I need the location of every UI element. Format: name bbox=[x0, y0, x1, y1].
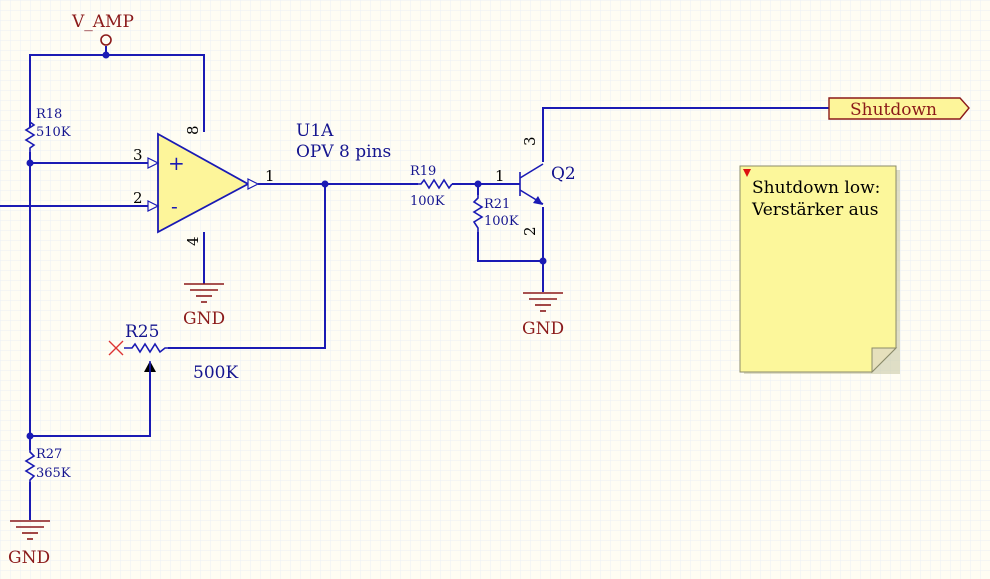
q2-pin-1: 1 bbox=[495, 167, 505, 185]
vamp-power-port[interactable]: V_AMP bbox=[71, 12, 134, 46]
r19-ref: R19 bbox=[410, 164, 436, 179]
wire-r21-bottom[interactable] bbox=[477, 232, 543, 262]
opamp-pin-8: 8 bbox=[184, 125, 202, 135]
r19-value: 100K bbox=[410, 194, 445, 209]
opamp-ref: U1A bbox=[296, 121, 334, 141]
opamp-minus-sign: - bbox=[171, 194, 178, 218]
junction-dot bbox=[474, 180, 482, 188]
r21-ref: R21 bbox=[484, 197, 510, 212]
note-marker-icon bbox=[743, 169, 751, 177]
vamp-label: V_AMP bbox=[71, 12, 134, 32]
opamp-plus-sign: + bbox=[168, 151, 185, 175]
junction-dot bbox=[26, 159, 34, 167]
wires bbox=[0, 46, 830, 520]
wire-vamp-rail[interactable] bbox=[29, 54, 205, 132]
opamp-u1a[interactable]: + - 3 2 1 8 4 U1A OPV 8 pins bbox=[133, 121, 391, 246]
r27-ref: R27 bbox=[36, 447, 62, 462]
q2-pin-3: 3 bbox=[521, 136, 539, 146]
gnd-label-r27: GND bbox=[8, 548, 50, 568]
gnd-label-opamp: GND bbox=[183, 309, 225, 329]
resistor-r21[interactable]: R21 100K bbox=[472, 195, 519, 232]
gnd-symbol-q2[interactable]: GND bbox=[522, 292, 564, 339]
resistor-r18[interactable]: R18 510K bbox=[24, 107, 71, 152]
note-line-2: Verstärker aus bbox=[751, 200, 878, 220]
wire-collector-port[interactable] bbox=[542, 107, 830, 162]
r18-value: 510K bbox=[36, 125, 71, 140]
potentiometer-r25[interactable]: R25 500K bbox=[108, 322, 238, 383]
transistor-q2[interactable]: 1 3 2 Q2 bbox=[495, 136, 576, 236]
junction-dot bbox=[26, 432, 34, 440]
r25-ref: R25 bbox=[125, 322, 159, 342]
opamp-pin-3: 3 bbox=[133, 146, 143, 164]
r18-ref: R18 bbox=[36, 107, 62, 122]
wire-wiper[interactable] bbox=[30, 372, 151, 437]
r27-value: 365K bbox=[36, 466, 71, 481]
gnd-symbol-opamp[interactable]: GND bbox=[183, 283, 225, 329]
q2-pin-2: 2 bbox=[521, 226, 539, 236]
resistor-r19[interactable]: R19 100K bbox=[410, 164, 453, 209]
gnd-label-q2: GND bbox=[522, 319, 564, 339]
note-line-1: Shutdown low: bbox=[752, 178, 880, 198]
port-shutdown-label: Shutdown bbox=[850, 100, 937, 120]
gnd-symbol-r27[interactable]: GND bbox=[8, 520, 50, 568]
opamp-pin-2: 2 bbox=[133, 189, 143, 207]
q2-ref: Q2 bbox=[551, 164, 576, 184]
opamp-value: OPV 8 pins bbox=[296, 142, 391, 162]
opamp-pin-1: 1 bbox=[265, 167, 275, 185]
port-shutdown[interactable]: Shutdown bbox=[828, 97, 970, 120]
resistor-r27[interactable]: R27 365K bbox=[24, 447, 71, 482]
junction-dot bbox=[539, 257, 547, 265]
r21-value: 100K bbox=[484, 214, 519, 229]
r25-value: 500K bbox=[193, 363, 238, 383]
junction-dot bbox=[102, 51, 110, 59]
note-box[interactable]: Shutdown low: Verstärker aus bbox=[739, 165, 900, 374]
wire-feedback[interactable] bbox=[168, 184, 326, 349]
junction-dot bbox=[321, 180, 329, 188]
opamp-pin-4: 4 bbox=[184, 236, 202, 246]
junctions bbox=[26, 51, 547, 440]
